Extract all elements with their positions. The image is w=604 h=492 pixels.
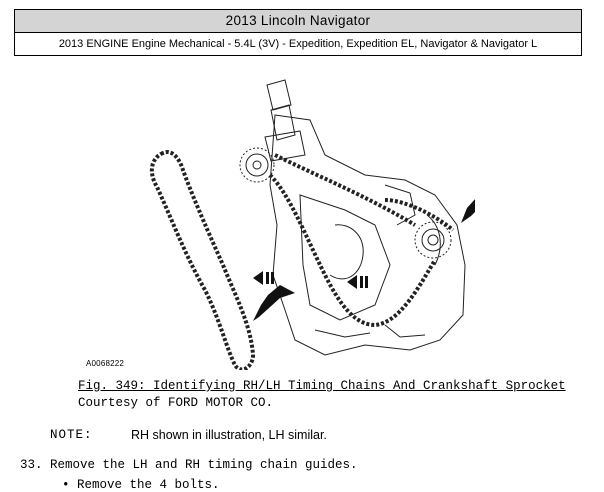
caption-credit: Courtesy of FORD MOTOR CO.	[78, 396, 274, 410]
note-label: NOTE:	[50, 428, 93, 442]
section-subtitle: 2013 ENGINE Engine Mechanical - 5.4L (3V…	[15, 33, 581, 55]
note-text: RH shown in illustration, LH similar.	[131, 428, 327, 442]
caption-title: Fig. 349: Identifying RH/LH Timing Chain…	[78, 379, 566, 393]
figure-image-id: A0068222	[86, 359, 125, 368]
step-33: 33. Remove the LH and RH timing chain gu…	[20, 458, 358, 472]
timing-chain-illustration	[149, 79, 475, 370]
document-header: 2013 Lincoln Navigator 2013 ENGINE Engin…	[14, 9, 582, 56]
step-33-bullet: • Remove the 4 bolts.	[62, 478, 220, 492]
figure-caption: Fig. 349: Identifying RH/LH Timing Chain…	[78, 378, 566, 412]
vehicle-title: 2013 Lincoln Navigator	[15, 10, 581, 33]
